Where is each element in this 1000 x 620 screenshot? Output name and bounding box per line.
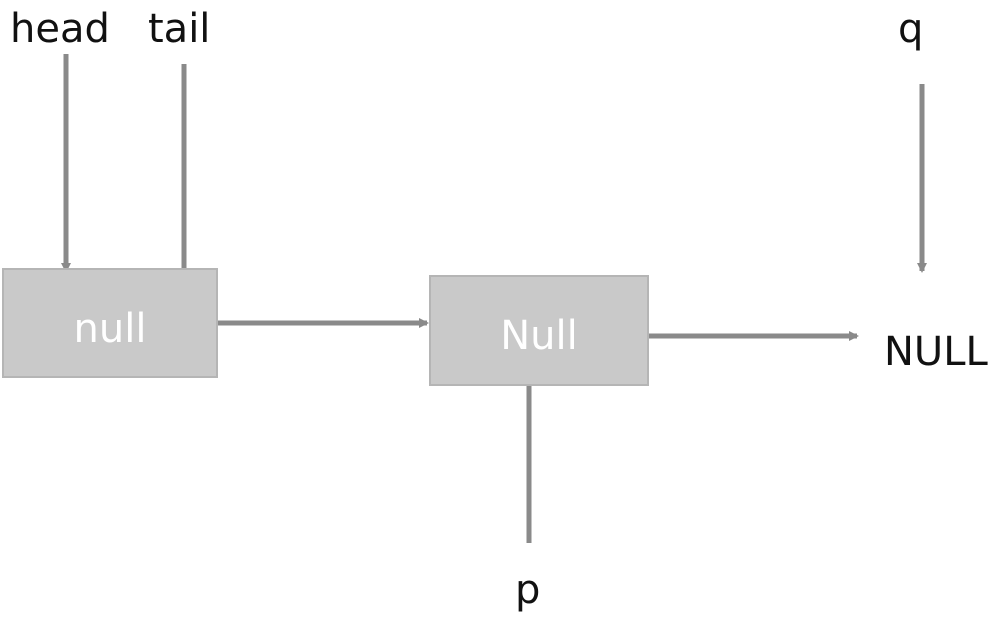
terminal-null-label: NULL (884, 329, 988, 375)
first-node: null (2, 268, 218, 378)
pointer-label-tail: tail (148, 6, 210, 52)
second-node-value: Null (500, 313, 578, 359)
first-node-value: null (74, 306, 147, 352)
second-node: Null (429, 275, 649, 386)
pointer-label-head: head (10, 6, 110, 52)
pointer-label-p: p (515, 567, 540, 613)
pointer-label-q: q (898, 6, 923, 52)
